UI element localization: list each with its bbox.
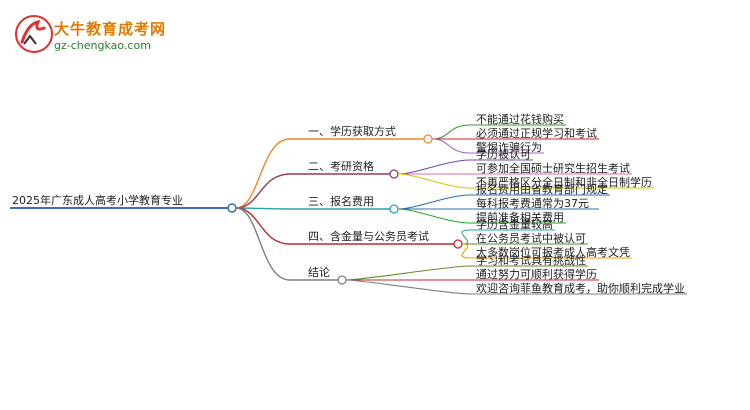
branch-connector bbox=[235, 173, 291, 209]
logo-text: 大牛教育成考网 gz-chengkao.com bbox=[54, 20, 166, 53]
child-connector bbox=[431, 138, 471, 154]
branch-node[interactable]: 三、报名费用 bbox=[308, 194, 374, 208]
branch-node[interactable]: 结论 bbox=[308, 265, 330, 279]
child-node[interactable]: 不再严格区分全日制和非全日制学历 bbox=[476, 175, 652, 189]
logo-name: 大牛教育成考网 bbox=[54, 20, 167, 38]
branch-node[interactable]: 四、含金量与公务员考试 bbox=[308, 229, 429, 243]
branch-connector-dot bbox=[389, 169, 399, 179]
child-node[interactable]: 通过努力可顺利获得学历 bbox=[476, 267, 597, 281]
child-connector bbox=[397, 208, 471, 224]
child-connector bbox=[431, 124, 471, 140]
child-node[interactable]: 欢迎咨询菲鱼教育成考，助你顺利完成学业 bbox=[476, 281, 685, 295]
child-connector bbox=[345, 279, 471, 295]
branch-connector bbox=[235, 207, 291, 210]
child-node[interactable]: 学历被认可 bbox=[476, 147, 531, 161]
root-node[interactable]: 2025年广东成人高考小学教育专业 bbox=[12, 193, 183, 207]
branch-connector bbox=[235, 207, 291, 245]
site-logo[interactable] bbox=[14, 14, 174, 54]
child-connector bbox=[461, 229, 471, 245]
branch-node[interactable]: 二、考研资格 bbox=[308, 159, 374, 173]
logo-url: gz-chengkao.com bbox=[54, 39, 151, 52]
child-node[interactable]: 必须通过正规学习和考试 bbox=[476, 126, 597, 140]
child-connector bbox=[397, 173, 471, 189]
branch-connector-dot bbox=[423, 134, 433, 144]
branch-connector-dot bbox=[453, 239, 463, 249]
child-connector bbox=[461, 243, 471, 259]
child-node[interactable]: 在公务员考试中被认可 bbox=[476, 232, 586, 245]
child-node[interactable]: 每科报考费通常为37元 bbox=[476, 196, 589, 210]
branch-connector-dot bbox=[337, 275, 347, 285]
child-node[interactable]: 警惕诈骗行为 bbox=[476, 140, 542, 154]
branch-node[interactable]: 一、学历获取方式 bbox=[308, 124, 396, 138]
child-connector bbox=[345, 265, 471, 281]
child-node[interactable]: 不能通过花钱购买 bbox=[476, 112, 564, 126]
child-node[interactable]: 学历含金量较高 bbox=[476, 217, 553, 231]
child-node[interactable]: 大多数岗位可报考成人高考文凭 bbox=[476, 245, 630, 259]
child-node[interactable]: 提前准备相关费用 bbox=[476, 210, 564, 224]
logo-emblem-icon bbox=[15, 15, 53, 53]
child-connector bbox=[397, 159, 471, 175]
child-connector bbox=[397, 194, 471, 210]
child-node[interactable]: 学习和考试具有挑战性 bbox=[476, 253, 586, 267]
child-node[interactable]: 可参加全国硕士研究生招生考试 bbox=[476, 161, 630, 175]
child-node[interactable]: 报名费用由省教育部门规定 bbox=[476, 182, 608, 196]
root-connector bbox=[227, 203, 237, 213]
branch-connector bbox=[235, 207, 291, 281]
branch-connector-dot bbox=[389, 204, 399, 214]
branch-connector bbox=[235, 138, 291, 209]
